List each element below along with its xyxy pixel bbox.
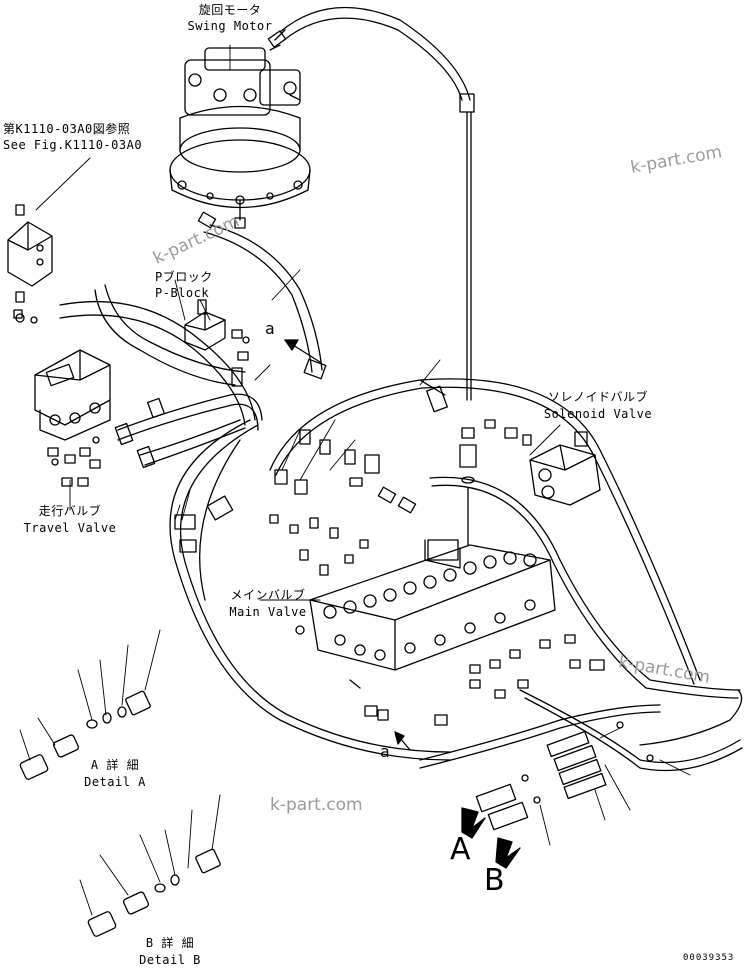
p-block-label-en: P-Block: [155, 286, 210, 300]
motor-return-hose: [209, 224, 323, 371]
travel-valve: [34, 349, 111, 487]
solenoid-valve-label-jp: ソレノイドバルブ: [547, 390, 648, 404]
solenoid-valve: [484, 419, 601, 506]
reference-label-en: See Fig.K1110-03A0: [3, 138, 143, 152]
detail-b-label-en: Detail B: [139, 953, 201, 967]
arrow-a-upper-label: a: [265, 319, 276, 338]
detail-b: [87, 848, 221, 937]
port-fittings: [269, 429, 605, 726]
detail-a-label-en: Detail A: [84, 775, 146, 789]
travel-valve-label-en: Travel Valve: [23, 521, 117, 535]
watermark-bottom: k-part.com: [270, 795, 363, 815]
leader-lines: [19, 44, 691, 916]
arrow-a-lower-label: a: [380, 742, 391, 761]
main-valve-label-jp: メインバルブ: [230, 588, 306, 602]
view-b-letter: B: [484, 863, 505, 898]
detail-a-label-jp: A 詳 細: [90, 758, 140, 772]
solenoid-valve-label-en: Solenoid Valve: [543, 407, 653, 421]
swing-motor-hose: [279, 6, 471, 101]
detail-b-label-jp: B 詳 細: [145, 936, 195, 950]
main-valve: [295, 539, 556, 689]
swing-motor-label-en: Swing Motor: [187, 19, 273, 33]
travel-valve-label-jp: 走行バルブ: [38, 504, 102, 518]
view-a-letter: A: [450, 832, 471, 867]
p-block-label-jp: Pブロック: [155, 270, 213, 284]
detail-a: [19, 690, 151, 780]
main-valve-label-en: Main Valve: [229, 605, 307, 619]
pilot-block: [7, 204, 53, 324]
part-number: 00039353: [683, 953, 735, 963]
reference-label-jp: 第K1110-03A0図参照: [3, 122, 131, 136]
swing-motor: [169, 29, 311, 229]
swing-motor-label-jp: 旋回モータ: [198, 3, 262, 17]
p-block: [184, 299, 250, 361]
